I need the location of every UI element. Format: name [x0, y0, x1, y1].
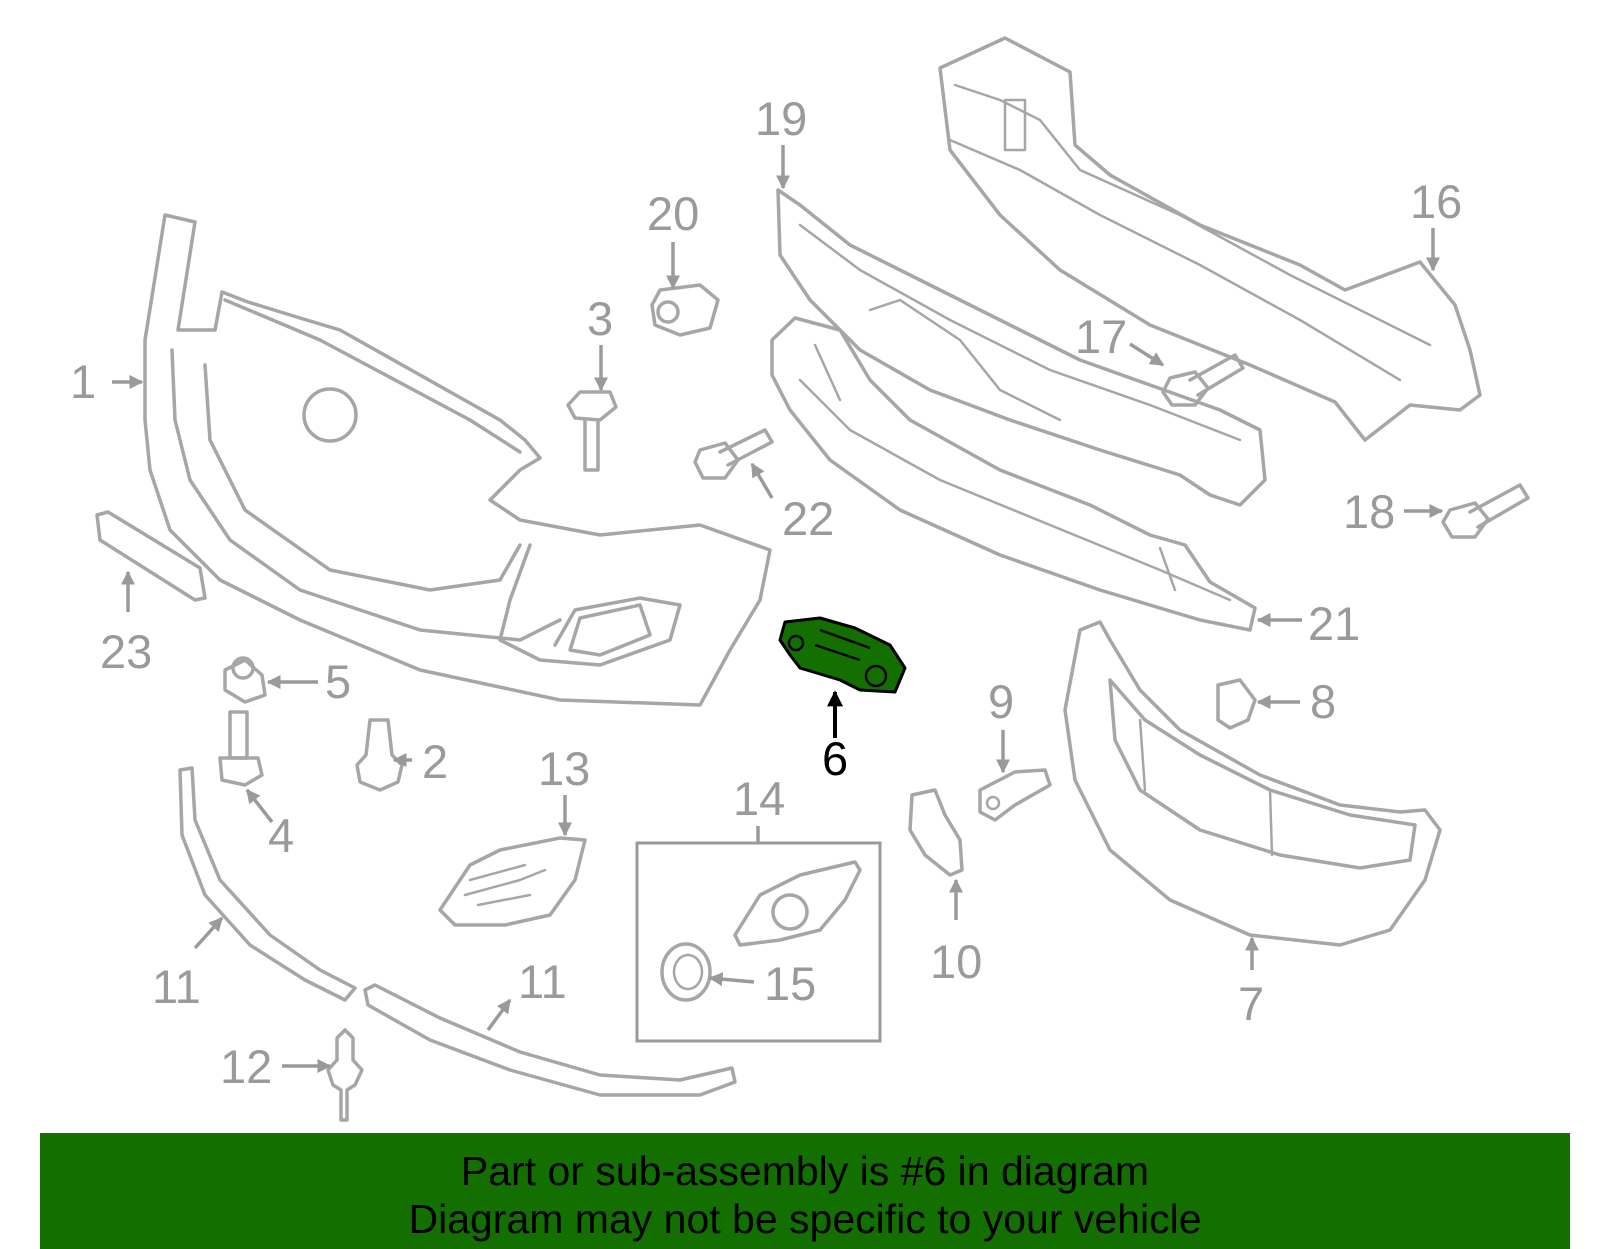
part-19-absorber[interactable]	[776, 188, 1267, 507]
part-3-bolt[interactable]	[566, 390, 618, 472]
part-12-rivet[interactable]	[326, 1028, 364, 1122]
label-1: 1	[70, 355, 96, 408]
part-11-trim-left[interactable]	[178, 766, 357, 1002]
label-13: 13	[538, 742, 590, 795]
label-16: 16	[1410, 175, 1462, 228]
label-9: 9	[988, 675, 1014, 728]
part-1-bumper-cover[interactable]	[143, 213, 772, 707]
label-11b: 11	[518, 955, 567, 1008]
label-21: 21	[1308, 597, 1360, 650]
part-11-trim-right[interactable]	[363, 983, 737, 1097]
banner-line-2: Diagram may not be specific to your vehi…	[408, 1196, 1202, 1242]
label-8: 8	[1310, 675, 1336, 728]
part-labels: 1 2 3 4 5 6 7 8 9 10 11 11 12 13 14 15 1…	[70, 92, 1462, 1093]
label-18: 18	[1343, 485, 1395, 538]
label-4: 4	[268, 809, 294, 862]
part-21-lower-absorber[interactable]	[770, 316, 1257, 632]
label-5: 5	[325, 655, 351, 708]
info-banner: Part or sub-assembly is #6 in diagram Di…	[40, 1133, 1570, 1249]
part-18-bolt[interactable]	[1441, 483, 1530, 539]
label-11a: 11	[152, 960, 201, 1013]
label-7: 7	[1238, 977, 1264, 1030]
part-4-screw[interactable]	[218, 710, 264, 787]
label-10: 10	[930, 935, 982, 988]
banner-line-1: Part or sub-assembly is #6 in diagram	[460, 1148, 1150, 1194]
label-19: 19	[755, 92, 807, 145]
part-13-fog-bezel[interactable]	[438, 836, 587, 927]
part-5-nut-clip[interactable]	[223, 656, 267, 704]
label-23: 23	[100, 625, 152, 678]
part-22-bolt[interactable]	[693, 428, 774, 480]
label-22: 22	[782, 492, 834, 545]
label-20: 20	[647, 187, 699, 240]
part-2-push-pin[interactable]	[355, 718, 404, 792]
part-20-clip[interactable]	[650, 283, 720, 337]
part-6-bracket[interactable]	[778, 616, 907, 694]
label-14: 14	[733, 772, 785, 825]
part-8-clip[interactable]	[1216, 678, 1257, 730]
label-15: 15	[764, 957, 816, 1010]
part-9-clip[interactable]	[978, 768, 1052, 822]
part-14-group-box[interactable]	[635, 841, 882, 1043]
label-12: 12	[220, 1040, 272, 1093]
part-15-lamp-ring[interactable]	[660, 942, 712, 1002]
label-6: 6	[822, 732, 848, 785]
label-3: 3	[587, 292, 613, 345]
label-17: 17	[1075, 310, 1127, 363]
part-16-reinforcement[interactable]	[938, 36, 1482, 442]
label-2: 2	[422, 735, 448, 788]
part-10-bracket[interactable]	[908, 788, 964, 877]
part-23-reflector[interactable]	[95, 510, 207, 602]
part-17-bolt[interactable]	[1161, 353, 1245, 407]
part-7-grille[interactable]	[1063, 620, 1442, 947]
leader-lines	[112, 145, 1444, 1073]
